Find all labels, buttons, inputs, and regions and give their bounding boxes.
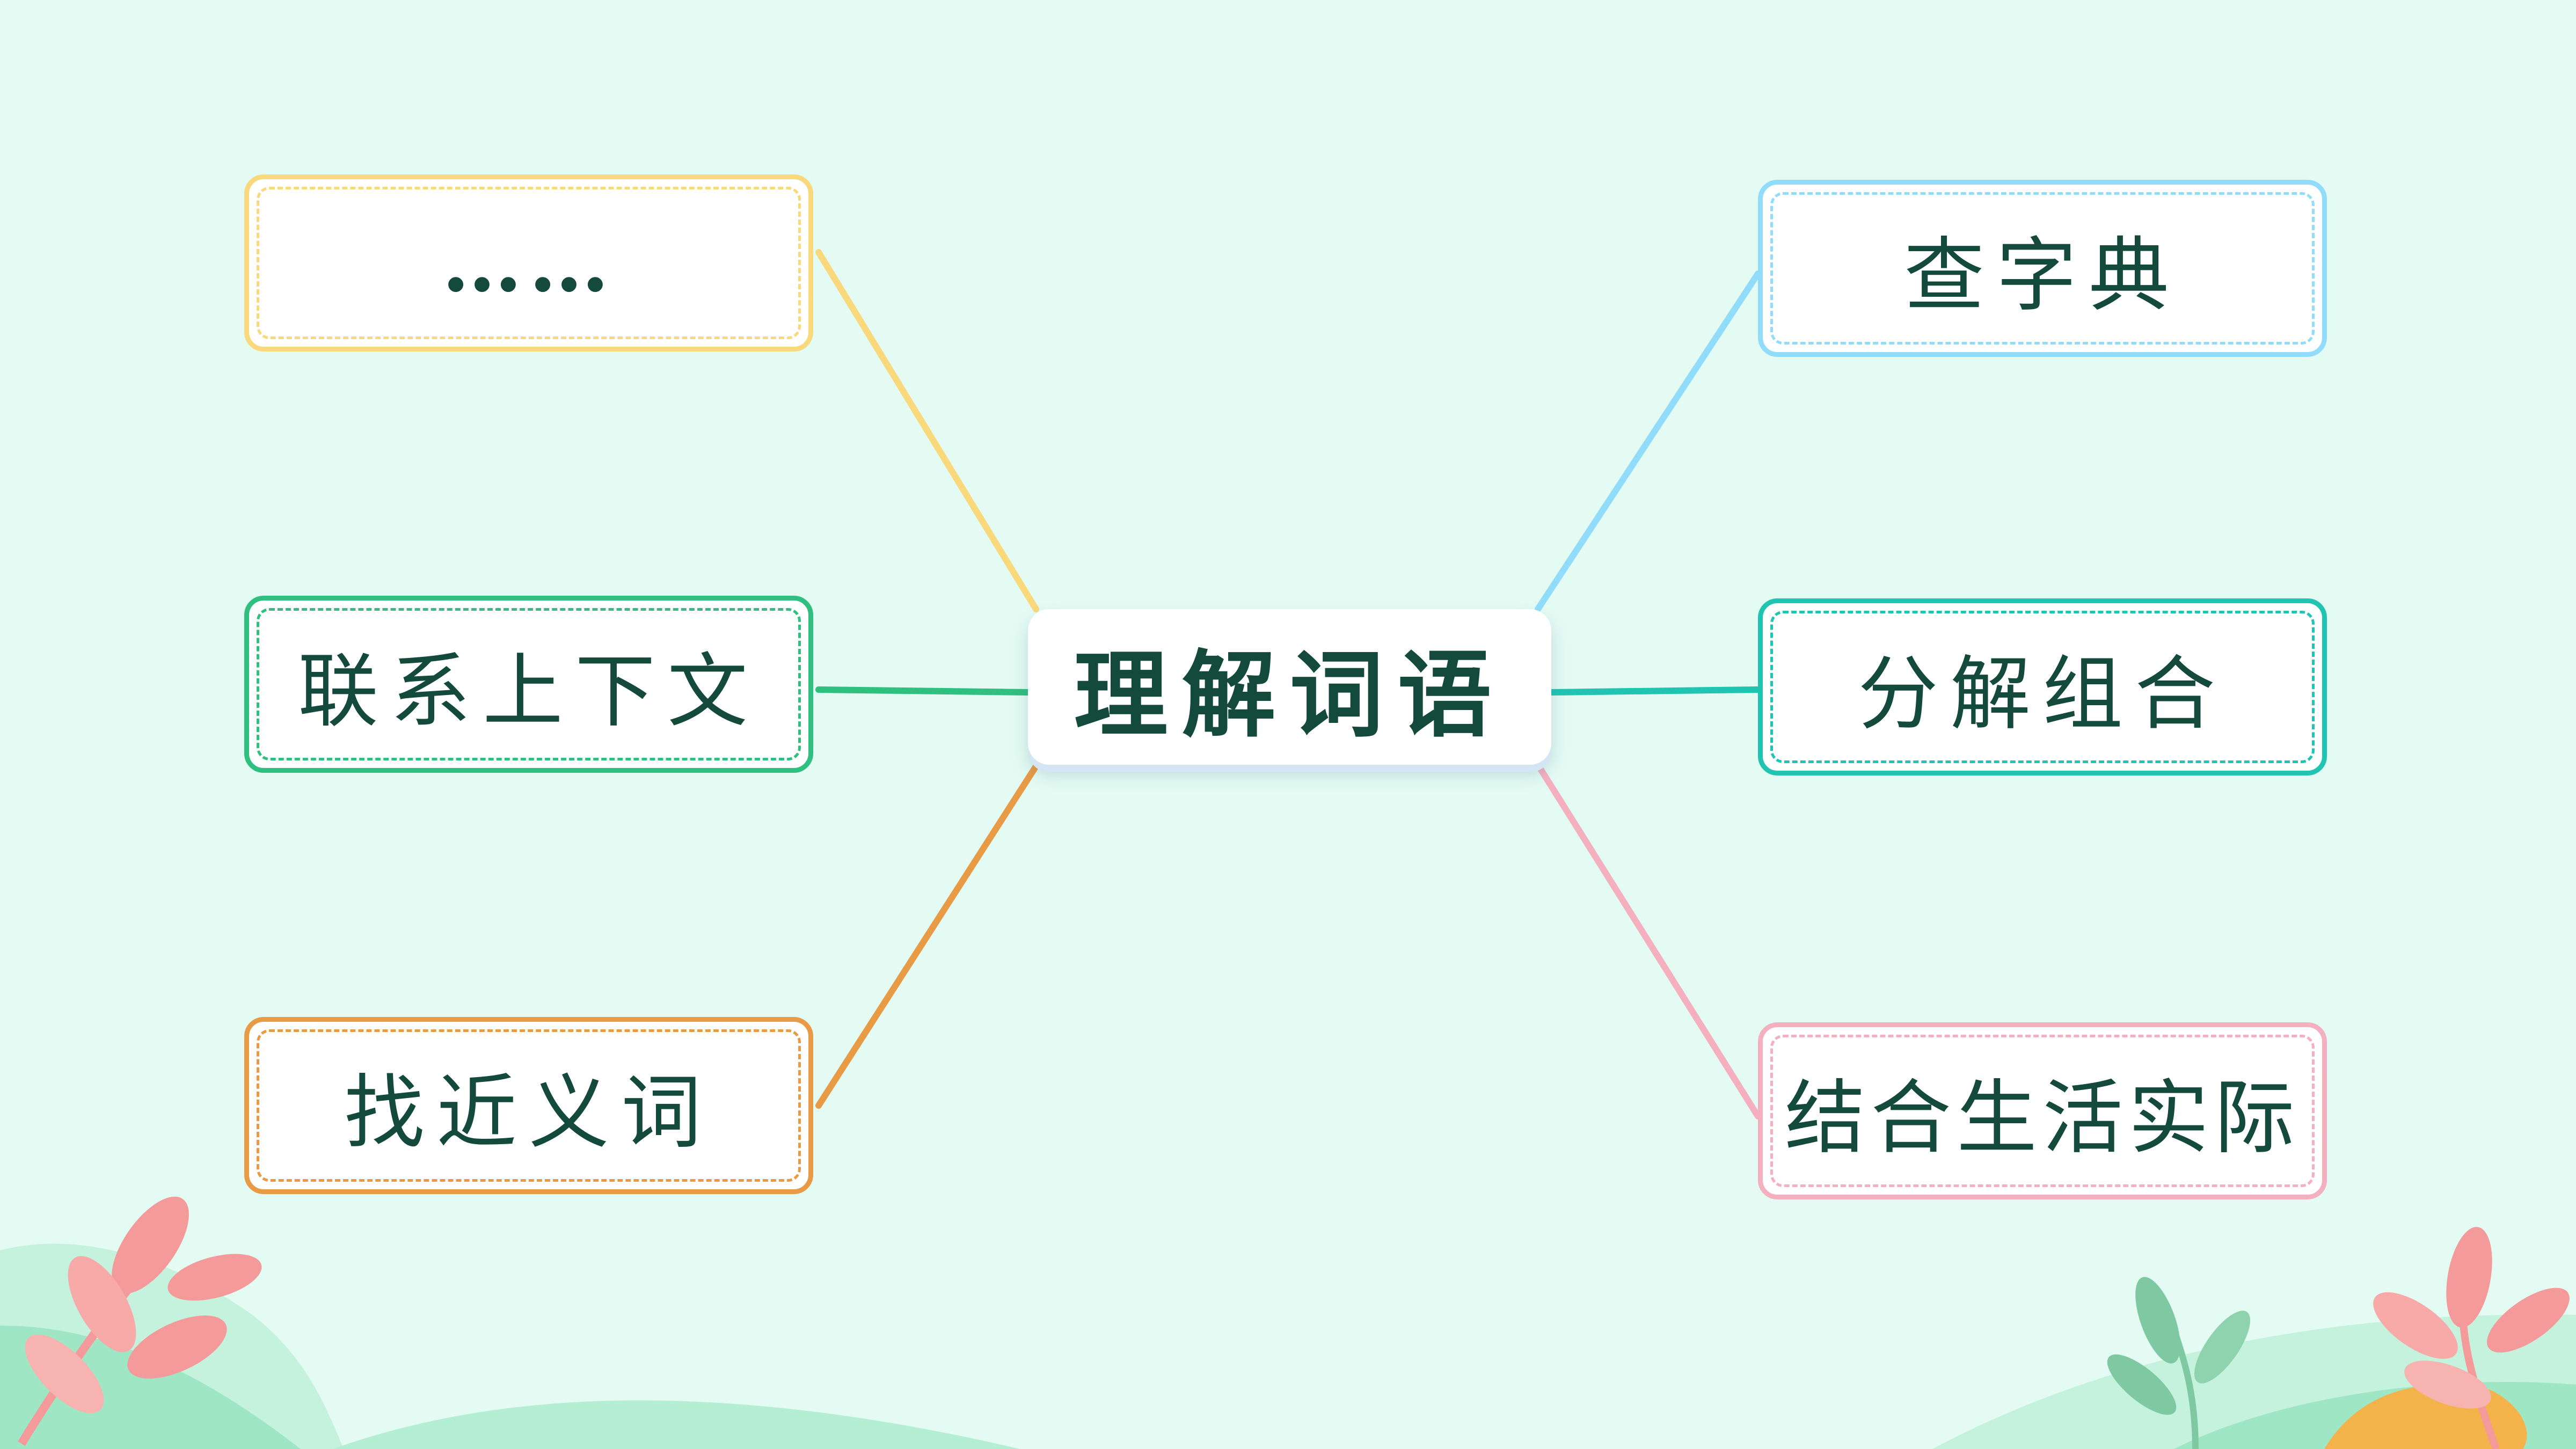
node-decompose-label: 分解组合	[1857, 647, 2227, 741]
connector-left-bottom	[815, 759, 1042, 1109]
node-ellipsis-label: ……	[442, 216, 616, 310]
branch-left	[18, 1196, 262, 1446]
node-synonym: 找近义词	[244, 1017, 813, 1194]
node-synonym-label: 找近义词	[344, 1066, 713, 1160]
node-dictionary-label: 查字典	[1903, 229, 2181, 323]
node-context-label: 联系上下文	[297, 645, 760, 738]
node-decompose: 分解组合	[1758, 598, 2327, 775]
connectors	[815, 249, 1761, 1119]
connector-right-middle	[1548, 686, 1761, 696]
center-node: 理解词语	[1028, 609, 1551, 765]
connector-right-top	[1535, 270, 1761, 612]
connector-left-middle	[815, 686, 1031, 696]
node-context: 联系上下文	[244, 596, 813, 773]
node-real-life-label: 结合生活实际	[1784, 1071, 2300, 1165]
node-ellipsis: ……	[244, 174, 813, 352]
branch-right-green	[2107, 1277, 2251, 1449]
branch-right-pink	[2373, 1227, 2570, 1449]
connector-left-top	[815, 249, 1039, 612]
center-node-label: 理解词语	[1074, 640, 1506, 750]
node-dictionary: 查字典	[1758, 180, 2327, 357]
node-real-life: 结合生活实际	[1758, 1022, 2327, 1199]
connector-right-bottom	[1535, 762, 1761, 1119]
